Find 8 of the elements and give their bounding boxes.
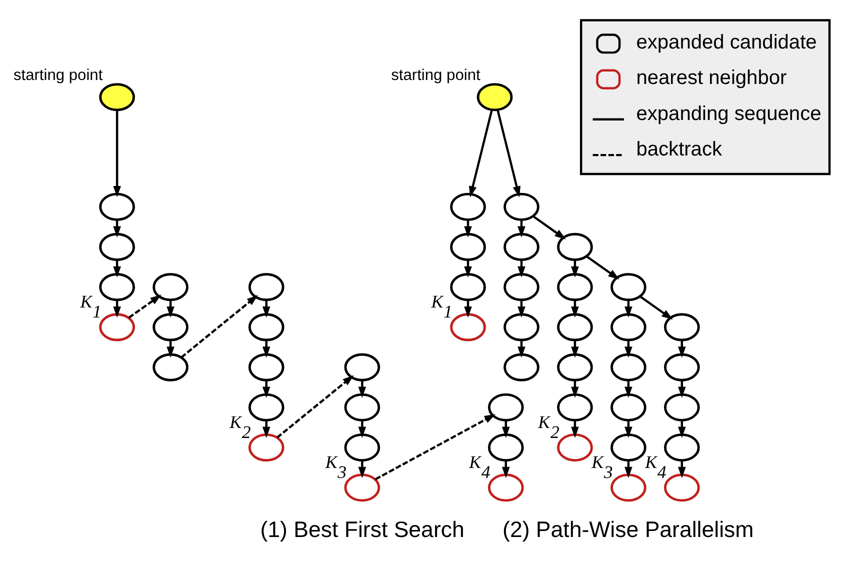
label: (2) Path-Wise Parallelism [502, 516, 754, 542]
node-label: starting point [390, 66, 480, 84]
label: (1) Best First Search [260, 516, 464, 542]
legend-label: expanded candidate [636, 31, 816, 54]
node-label: starting point [12, 66, 102, 84]
legend-label: expanding sequence [636, 102, 821, 124]
legend-label: nearest neighbor [636, 66, 786, 89]
legend-label: backtrack [636, 138, 722, 160]
